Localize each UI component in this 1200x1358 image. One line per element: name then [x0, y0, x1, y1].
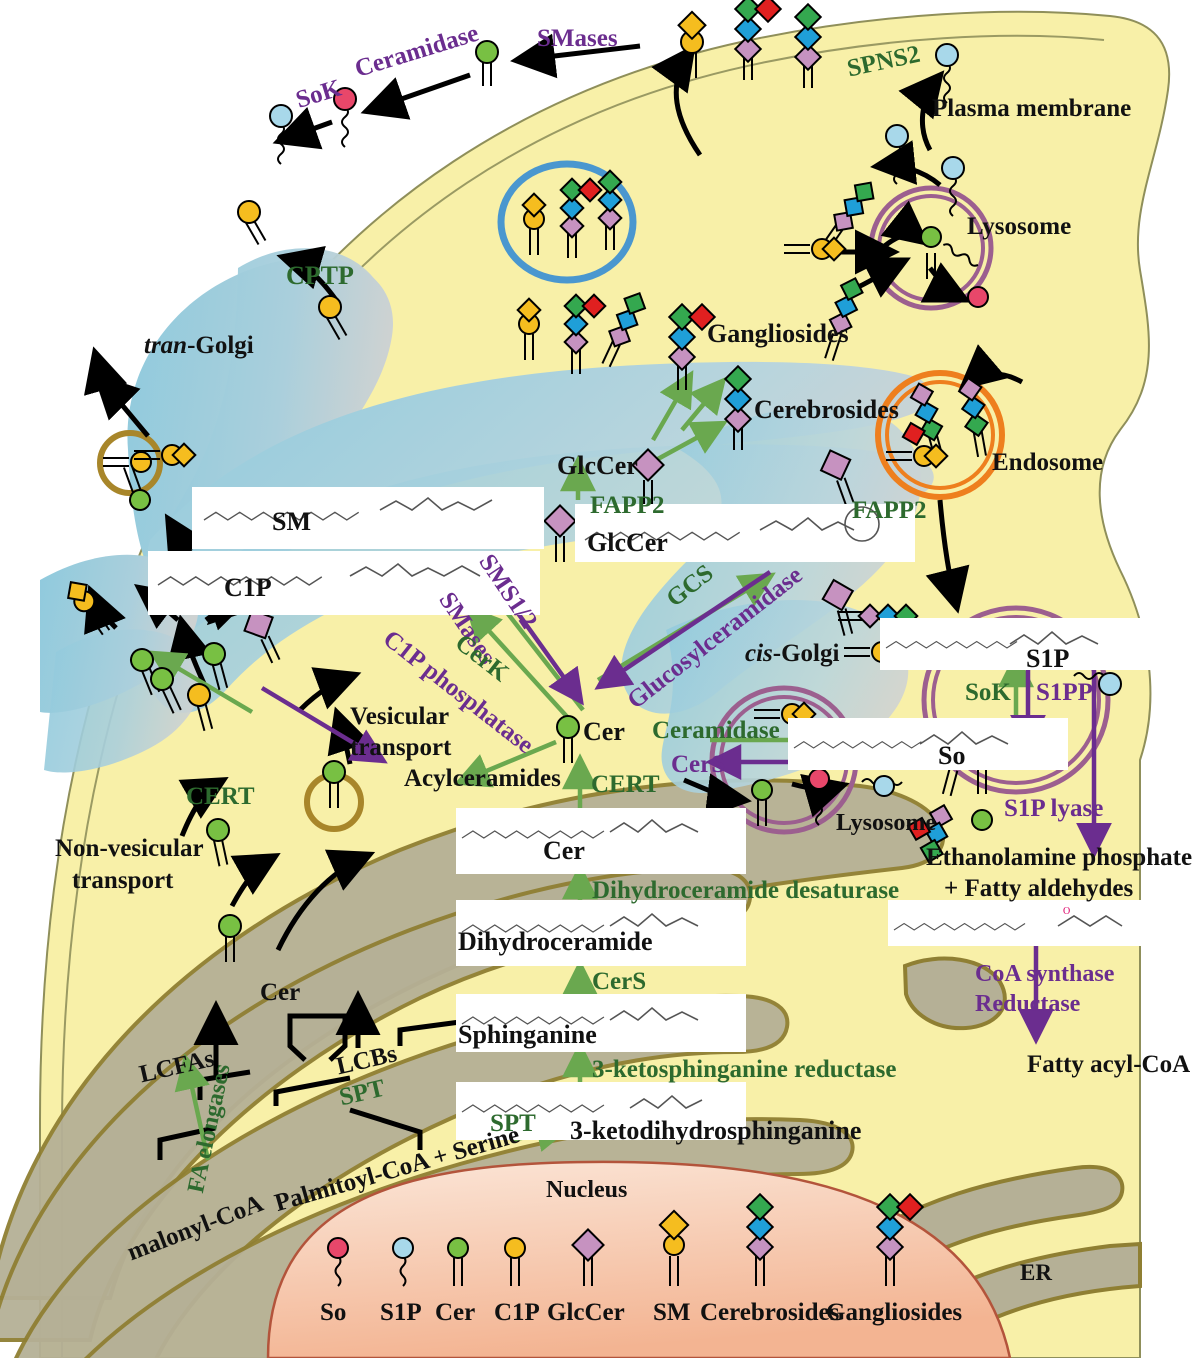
legend-label-so: So	[320, 1299, 347, 1326]
trans-golgi-italic: tran	[144, 332, 188, 359]
label-vesicular-transport-1: Vesicular	[350, 703, 450, 730]
label-cer-box: Cer	[543, 836, 585, 865]
label-nonvesicular-1: Non-vesicular	[55, 835, 204, 862]
enzyme-cers-mid: CerS	[671, 751, 726, 778]
label-endosome: Endosome	[992, 449, 1104, 476]
label-nonvesicular-2: transport	[72, 867, 174, 894]
enzyme-fapp2-left: FAPP2	[590, 492, 665, 519]
enzyme-reductase: Reductase	[975, 991, 1081, 1017]
cis-golgi-rest: -Golgi	[772, 640, 840, 667]
label-vesicular-transport-2: transport	[350, 734, 452, 761]
enzyme-ketosphinganine-reductase: 3-ketosphinganine reductase	[592, 1056, 897, 1083]
legend-label-c1p: C1P	[494, 1299, 540, 1326]
label-plasma-membrane: Plasma membrane	[932, 95, 1132, 122]
label-lysosome-bottom: Lysosome	[836, 810, 937, 836]
enzyme-cert-left: CERT	[186, 783, 255, 810]
label-s1p-box: S1P	[1026, 644, 1070, 673]
label-cer-free: Cer	[583, 717, 625, 746]
legend-label-cerebrosides: Cerebrosides	[700, 1299, 840, 1326]
label-ethanolamine-2: + Fatty aldehydes	[944, 875, 1134, 902]
enzyme-spt-box: SPT	[490, 1110, 536, 1137]
legend-label-gangliosides: Gangliosides	[826, 1299, 963, 1326]
legend-label-glccer: GlcCer	[547, 1299, 625, 1326]
enzyme-ceramidase-mid: Ceramidase	[652, 717, 780, 744]
label-glccer-free: GlcCer	[557, 451, 638, 480]
svg-text:O: O	[1063, 906, 1070, 917]
label-trans-golgi: tran-Golgi	[144, 332, 254, 359]
enzyme-cert-mid: CERT	[591, 771, 660, 798]
label-dihydroceramide-box: Dihydroceramide	[458, 927, 653, 956]
label-cer-er: Cer	[260, 979, 301, 1006]
label-acylceramides: Acylceramides	[404, 765, 561, 792]
enzyme-s1pp: S1PP	[1036, 679, 1093, 706]
cis-golgi-italic: cis	[745, 640, 773, 667]
enzyme-cptp: CPTP	[286, 261, 354, 290]
label-sphinganine-box: Sphinganine	[458, 1020, 597, 1049]
label-glccer-box: GlcCer	[587, 528, 668, 557]
enzyme-coa-synthase: CoA synthase	[975, 961, 1115, 987]
enzyme-smases-top: SMases	[537, 25, 618, 52]
enzyme-s1p-lyase: S1P lyase	[1004, 795, 1104, 822]
label-er: ER	[1020, 1260, 1052, 1285]
legend-label-s1p: S1P	[380, 1299, 422, 1326]
label-c1p-box: C1P	[224, 573, 272, 602]
label-gangliosides: Gangliosides	[707, 319, 849, 348]
label-ketodihydrosphinganine: 3-ketodihydrosphinganine	[570, 1116, 862, 1145]
legend-label-sm: SM	[653, 1299, 691, 1326]
label-so-box: So	[938, 741, 966, 770]
label-ethanolamine-1: Ethanolamine phosphate	[926, 844, 1193, 871]
label-cerebrosides: Cerebrosides	[754, 395, 899, 424]
trans-golgi-rest: -Golgi	[187, 332, 254, 359]
enzyme-fapp2-right: FAPP2	[852, 497, 927, 524]
legend-label-cer: Cer	[435, 1299, 476, 1326]
label-fatty-acyl-coa: Fatty acyl-CoA	[1027, 1051, 1191, 1078]
enzyme-sok-right: SoK	[965, 679, 1011, 706]
label-nucleus: Nucleus	[546, 1177, 628, 1203]
label-lysosome-top: Lysosome	[967, 213, 1072, 240]
enzyme-dihydroceramide-desaturase: Dihydroceramide desaturase	[592, 877, 900, 904]
label-sm-box: SM	[272, 507, 311, 536]
label-cis-golgi: cis-Golgi	[745, 640, 840, 667]
enzyme-cers-bottom: CerS	[592, 968, 647, 995]
